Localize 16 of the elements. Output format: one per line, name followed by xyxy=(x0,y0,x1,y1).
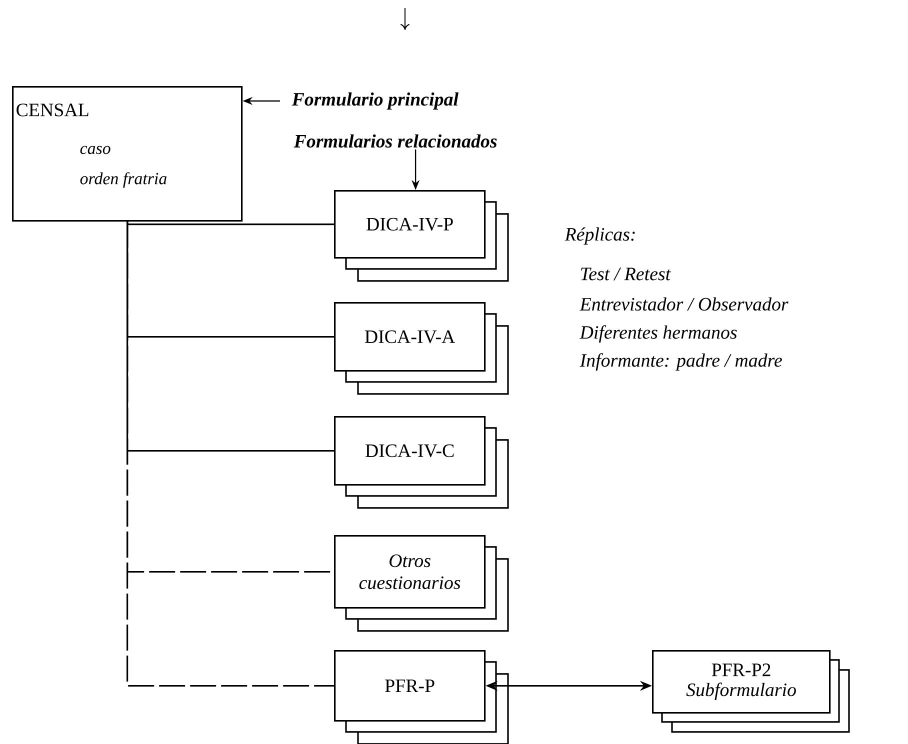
stacked-form-box: Otros cuestionarios xyxy=(334,534,509,632)
stacked-form-box: DICA-IV-P xyxy=(334,190,509,282)
note-text: Réplicas: xyxy=(564,227,635,245)
note-text: Test / Retest xyxy=(581,268,671,280)
note-text: Diferentes hermanos xyxy=(580,325,737,343)
connector xyxy=(126,222,334,226)
note-text: Informante: padre / madre xyxy=(580,353,782,371)
stacked-form-box: DICA-IV-C xyxy=(334,416,509,509)
annotation-text: Formulario principal xyxy=(292,92,458,110)
stacked-form-box: PFR-P2 Subformulario xyxy=(652,650,850,733)
note-text: Entrevistador / Observador xyxy=(580,297,788,311)
annotation-text: Formularios relacionados xyxy=(294,134,497,148)
connector xyxy=(126,222,334,687)
stacked-form-box: PFR-P xyxy=(334,650,509,744)
stacked-form-box: DICA-IV-A xyxy=(334,302,509,395)
form-box: CENSAL caso orden fratria xyxy=(12,86,243,222)
